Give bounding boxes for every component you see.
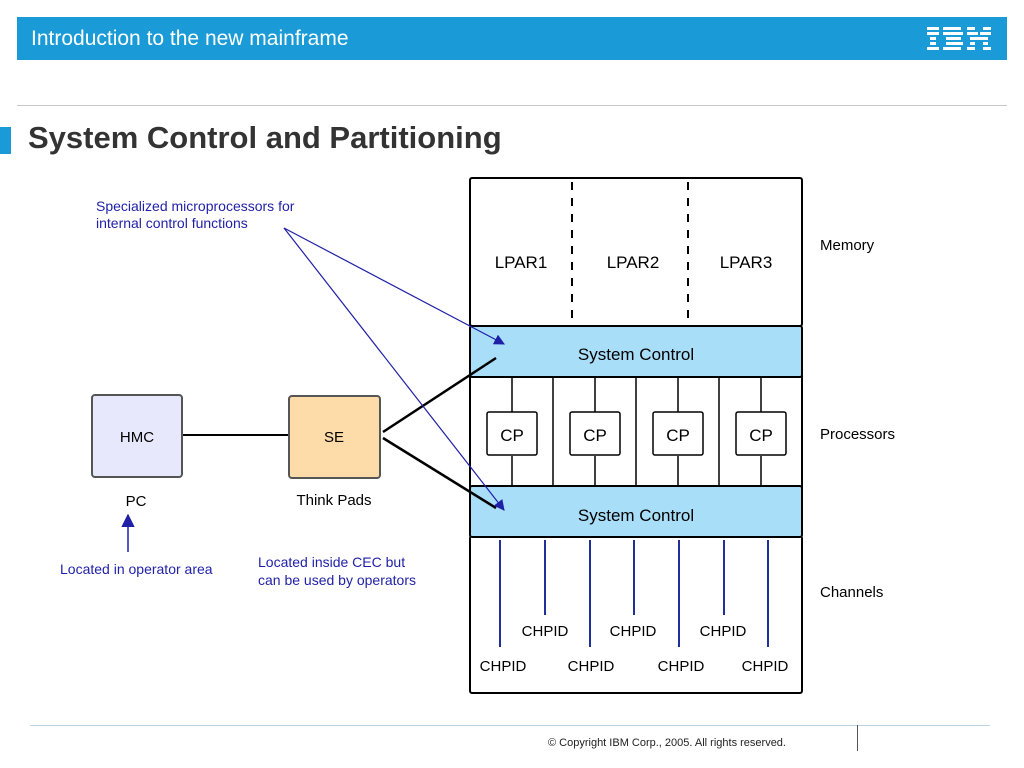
header-title: Introduction to the new mainframe [31,27,349,50]
chpid-label: CHPID [742,658,789,675]
se-label: SE [324,429,344,446]
chpid-label: CHPID [522,623,569,640]
cp-label: CP [500,426,524,445]
microprocessors-annotation: Specialized microprocessors for [96,198,295,214]
cp-box [569,411,621,456]
se-box [288,395,381,479]
memory-label: Memory [820,237,875,254]
copyright-notice: © Copyright IBM Corp., 2005. All rights … [548,737,786,749]
microprocessors-annotation: internal control functions [96,215,248,231]
cp-label: CP [583,426,607,445]
system-control-top [469,325,803,378]
title-accent-tab [0,127,11,154]
chpid-label: CHPID [658,658,705,675]
cp-label: CP [666,426,690,445]
memory-box [469,177,803,327]
ibm-logo [927,27,991,50]
annotation-arrow [283,227,505,511]
cp-connectors [511,378,762,487]
cp-box [652,411,704,456]
chpid-label: CHPID [610,623,657,640]
lpar-label: LPAR3 [720,253,773,272]
cp-box [735,411,787,456]
hmc-caption: PC [126,493,147,510]
channel-lines [499,540,769,647]
annotation-arrow [283,227,505,345]
footer-rule [30,725,990,726]
system-control-label: System Control [578,506,694,525]
cp-label: CP [749,426,773,445]
hmc-label: HMC [120,429,154,446]
chpid-label: CHPID [568,658,615,675]
se-to-system-control-bottom [382,436,497,510]
footer-divider [857,725,858,751]
hmc-box [91,394,183,478]
lpar-label: LPAR1 [495,253,548,272]
system-control-bottom [469,485,803,538]
header-bar: Introduction to the new mainframe [17,17,1007,60]
cec-annotation: can be used by operators [258,572,416,588]
chpid-label: CHPID [700,623,747,640]
se-caption: Think Pads [296,492,371,509]
channels-label: Channels [820,584,883,601]
lpar-label: LPAR2 [607,253,660,272]
cec-annotation: Located inside CEC but [258,554,405,570]
slide-title: System Control and Partitioning [28,120,502,155]
system-control-label: System Control [578,345,694,364]
header-rule [17,105,1007,106]
cp-box [486,411,538,456]
chpid-label: CHPID [480,658,527,675]
processors-label: Processors [820,426,895,443]
se-to-system-control-top [382,356,497,434]
operator-area-annotation: Located in operator area [60,561,213,577]
